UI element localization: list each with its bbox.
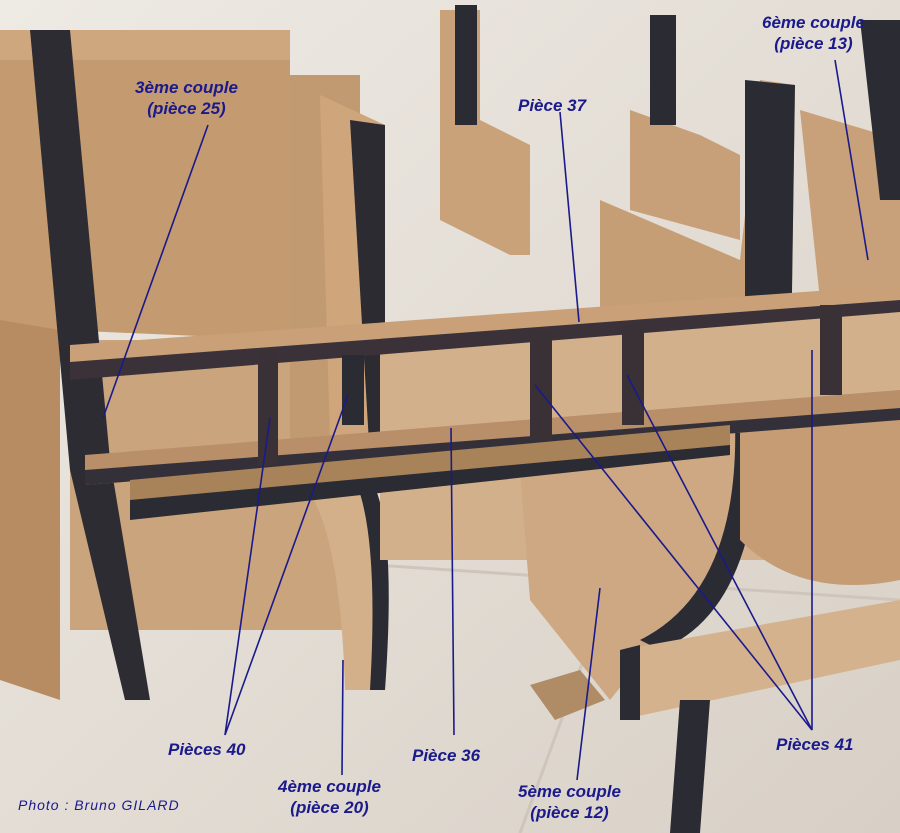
vertical-spacers: [258, 305, 842, 465]
base-stand: [530, 600, 900, 833]
label-4th-frame-line1: 4ème couple: [278, 777, 381, 796]
label-3rd-frame: 3ème couple (pièce 25): [135, 77, 238, 119]
label-pieces-41: Pièces 41: [776, 735, 854, 754]
label-5th-frame-line1: 5ème couple: [518, 782, 621, 801]
leader-lines: [102, 59, 869, 781]
label-6th-frame-line1: 6ème couple: [762, 13, 865, 32]
label-5th-frame-line2: (pièce 12): [530, 803, 609, 822]
label-5th-frame: 5ème couple (pièce 12): [518, 781, 621, 823]
sixth-frame-lower: [740, 420, 900, 585]
label-3rd-frame-line2: (pièce 25): [147, 99, 226, 118]
label-6th-frame-line2: (pièce 13): [774, 34, 853, 53]
label-3rd-frame-line1: 3ème couple: [135, 78, 238, 97]
label-4th-frame: 4ème couple (pièce 20): [278, 776, 381, 818]
label-6th-frame: 6ème couple (pièce 13): [762, 12, 865, 54]
label-piece-37: Pièce 37: [518, 96, 587, 115]
photo-credit: Photo : Bruno GILARD: [18, 797, 180, 813]
label-pieces-40: Pièces 40: [168, 740, 246, 759]
label-piece-36: Pièce 36: [412, 746, 481, 765]
label-4th-frame-line2: (pièce 20): [290, 798, 369, 817]
